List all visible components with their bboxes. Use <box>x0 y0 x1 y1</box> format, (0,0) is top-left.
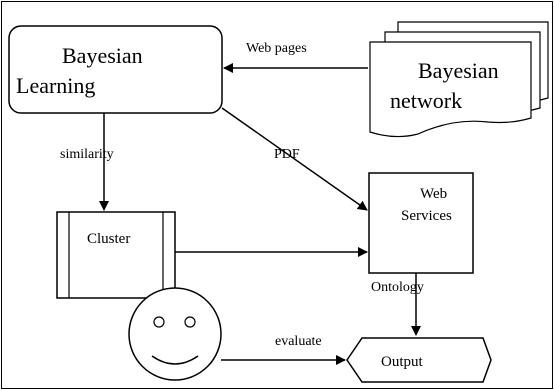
smiley-mouth <box>151 355 199 365</box>
cluster-node: Cluster <box>56 211 176 299</box>
bayesian-network-label-line2: network <box>390 88 462 113</box>
pdf-label: PDF <box>274 147 300 162</box>
output-node: Output <box>346 337 492 383</box>
web-services-label-line1: Web <box>420 186 447 202</box>
similarity-label: similarity <box>60 147 114 162</box>
pdf-arrow <box>221 107 368 211</box>
smiley-left-eye <box>153 316 165 328</box>
web-pages-label: Web pages <box>246 41 307 56</box>
evaluate-label: evaluate <box>275 334 322 349</box>
bayesian-network-label-line1: Bayesian <box>418 58 499 83</box>
bayesian-learning-label-line2: Learning <box>16 73 95 98</box>
smiley-right-eye <box>184 316 196 328</box>
ontology-label: Ontology <box>371 280 424 295</box>
smiley-face-outline <box>128 287 222 381</box>
web-services-node: Web Services <box>368 172 474 274</box>
output-shape <box>346 337 492 383</box>
output-label: Output <box>381 354 424 370</box>
bayesian-network-node: Bayesian network <box>369 21 549 138</box>
web-services-box <box>368 172 474 274</box>
bayesian-learning-label-line1: Bayesian <box>62 43 143 68</box>
cluster-box <box>56 211 176 299</box>
smiley-face-icon <box>128 287 222 381</box>
bayesian-learning-box <box>8 25 223 114</box>
document-front <box>369 41 532 138</box>
bayesian-learning-node: Bayesian Learning <box>8 25 223 114</box>
cluster-label: Cluster <box>87 231 130 247</box>
web-services-label-line2: Services <box>401 208 452 224</box>
